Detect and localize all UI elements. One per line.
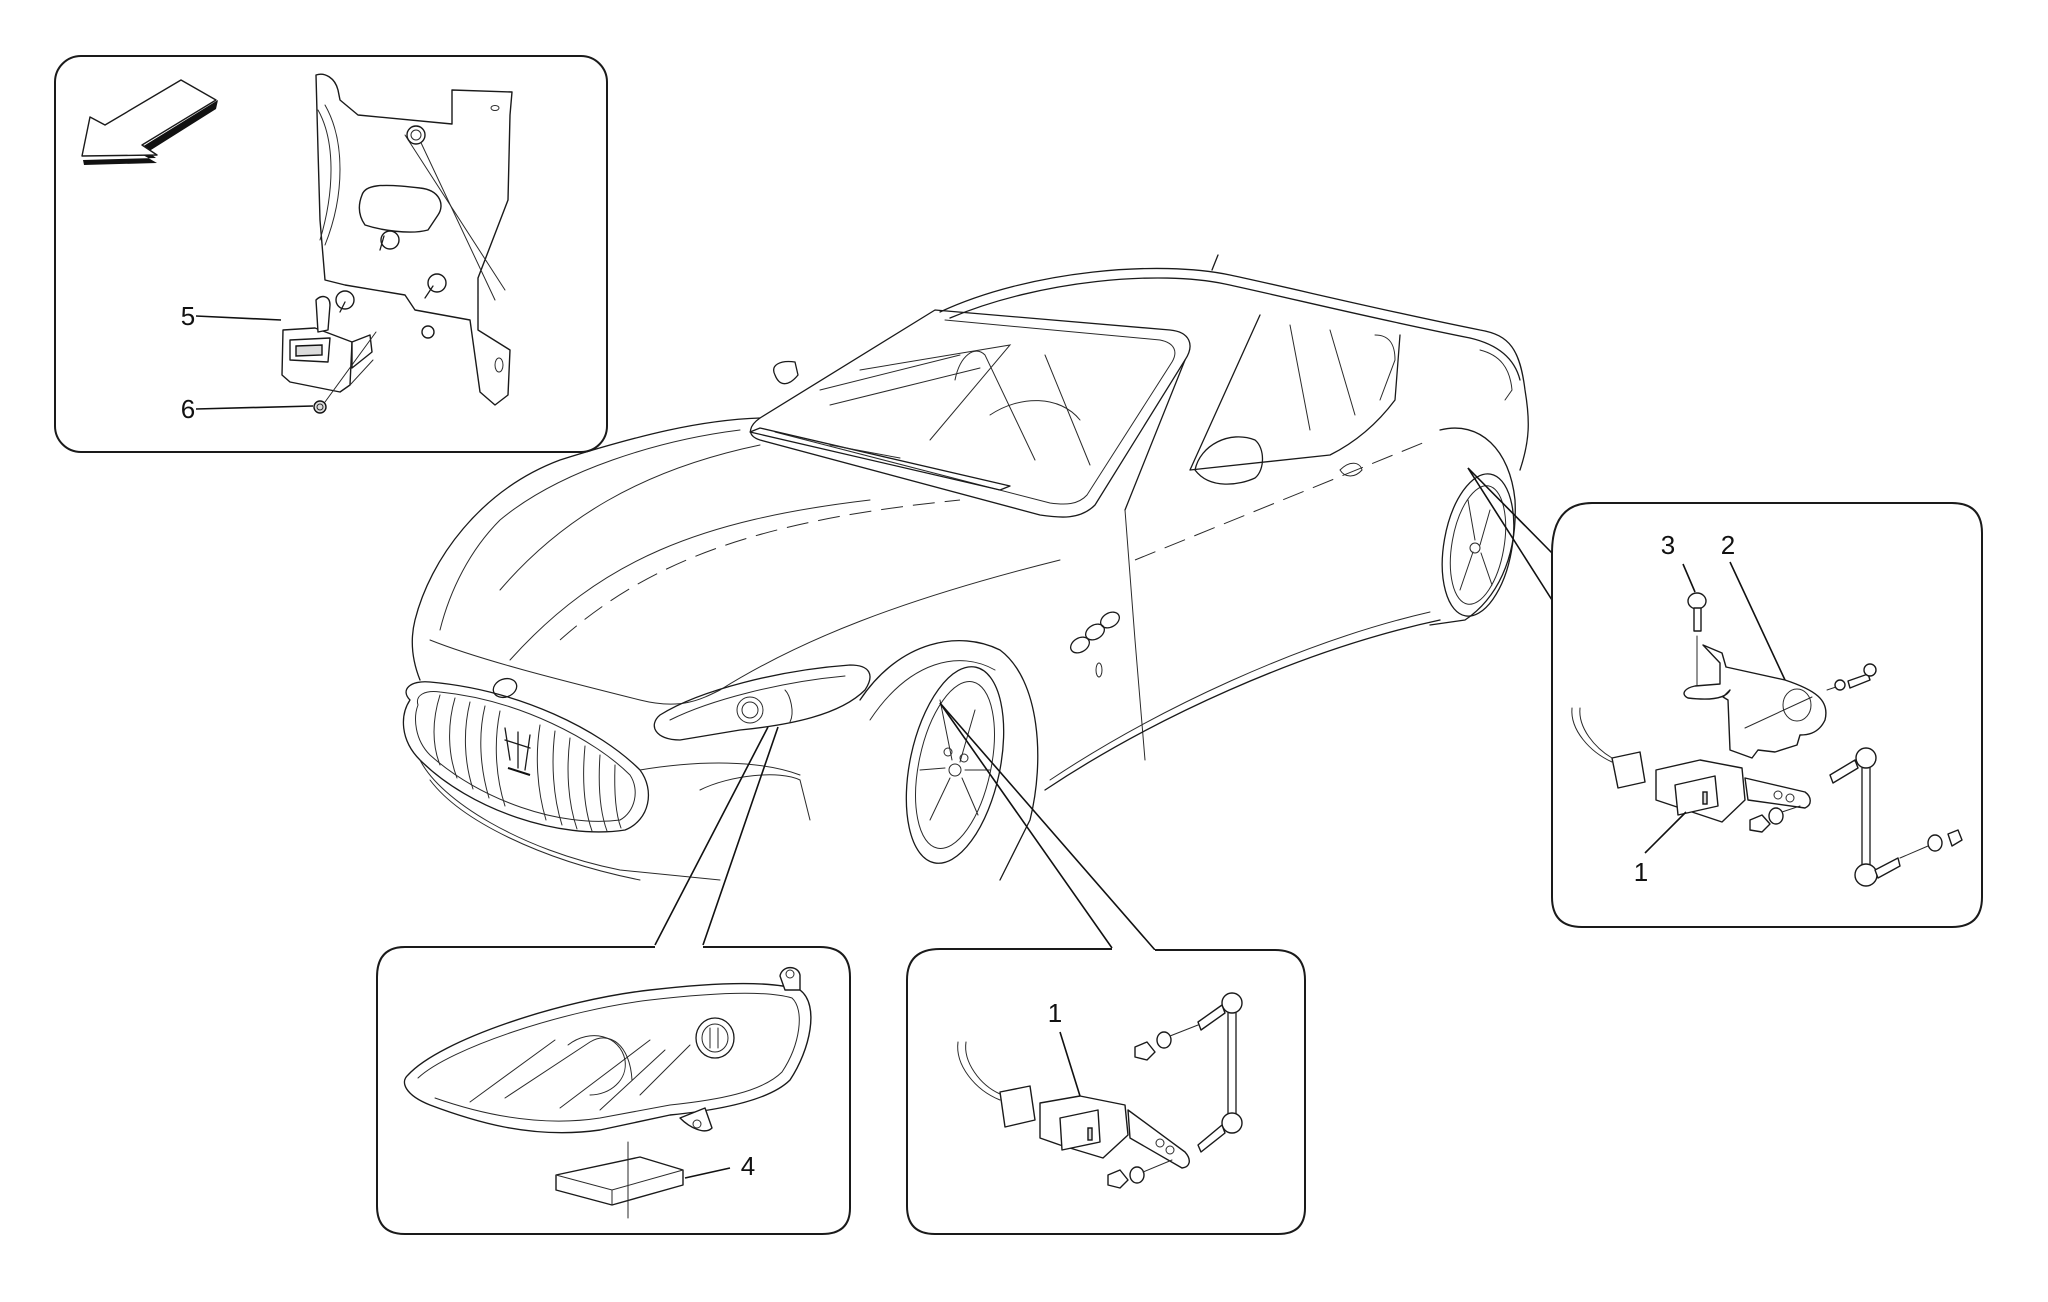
panel-front-sensor	[906, 948, 1306, 1235]
callout-1-rear: 1	[1633, 857, 1649, 887]
ballast-part-4	[555, 1141, 684, 1219]
headlight-assembly	[403, 966, 812, 1134]
control-unit-part-5	[281, 295, 374, 393]
panel-control-unit	[54, 55, 608, 453]
grille-slats	[433, 694, 622, 832]
callout-1-front: 1	[1047, 998, 1063, 1028]
panel-rear-sensor	[1551, 502, 1983, 928]
callout-4: 4	[740, 1151, 756, 1181]
callout-5: 5	[180, 301, 196, 331]
direction-arrow-icon	[81, 79, 218, 165]
bracket-part-2	[1683, 644, 1877, 759]
height-sensor-part-1-rear	[1571, 707, 1963, 887]
panel-headlight	[376, 946, 851, 1235]
leader-lines	[654, 467, 1553, 951]
screw-part-3	[1687, 592, 1707, 695]
callout-2: 2	[1720, 530, 1736, 560]
callout-6: 6	[180, 394, 196, 424]
nut-part-6	[313, 331, 377, 414]
car-illustration	[402, 254, 1529, 881]
callout-3: 3	[1660, 530, 1676, 560]
height-sensor-part-1-front	[957, 992, 1243, 1189]
